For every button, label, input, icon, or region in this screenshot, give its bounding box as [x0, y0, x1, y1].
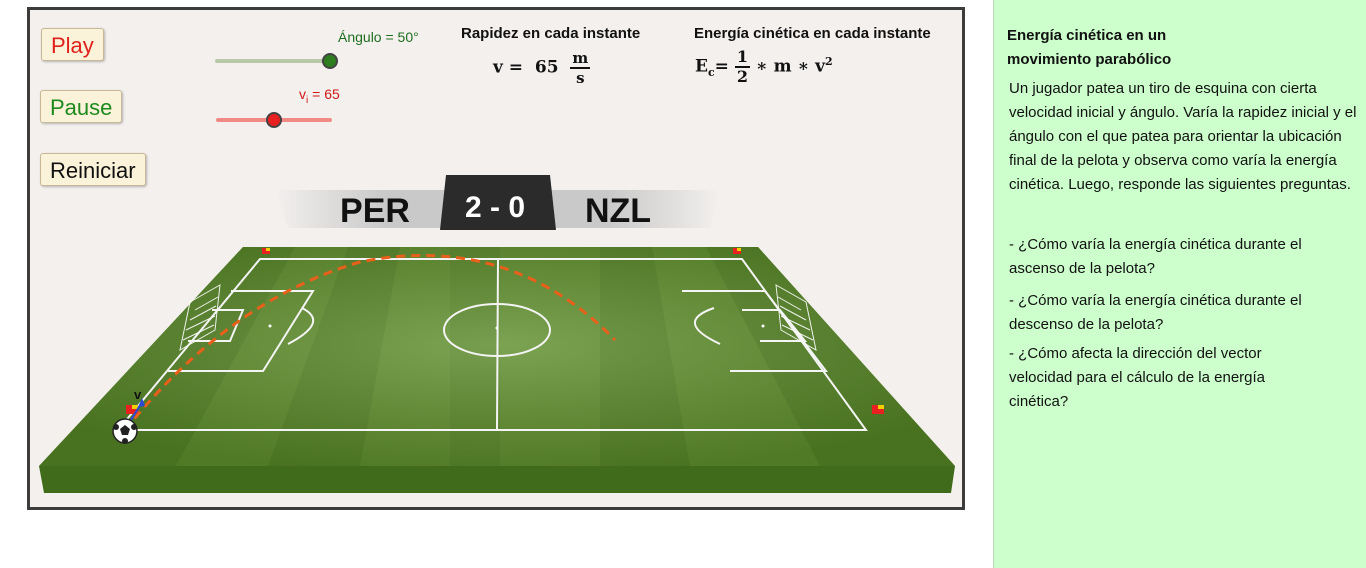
speed-value: 65	[534, 57, 559, 78]
velocity-vector-label: v	[134, 387, 142, 402]
halfway-line	[496, 258, 499, 431]
instructions-text: Un jugador patea un tiro de esquina con …	[1009, 80, 1357, 193]
question-item: - ¿Cómo varía la energía cinética durant…	[1009, 292, 1302, 333]
instructions-title: Energía cinética en un movimiento parabó…	[1007, 27, 1172, 68]
field-scene: PER 2 - 0 NZL	[39, 175, 955, 493]
pause-button[interactable]: Pause	[40, 90, 123, 123]
angle-slider-track[interactable]	[215, 59, 331, 63]
right-goal-box	[742, 309, 808, 342]
scoreboard: PER 2 - 0 NZL	[275, 175, 720, 230]
ball-trajectory	[123, 253, 617, 431]
play-button[interactable]: Play	[41, 28, 104, 61]
angle-slider-label: Ángulo = 50°	[338, 29, 419, 45]
energy-panel-title: Energía cinética en cada instante	[694, 25, 931, 42]
center-circle	[443, 303, 551, 357]
speed-panel-title: Rapidez en cada instante	[461, 25, 641, 42]
speed-slider-label: vi = 65	[299, 86, 340, 106]
reset-button[interactable]: Reiniciar	[40, 153, 146, 186]
soccer-ball-icon[interactable]	[112, 418, 138, 444]
left-penalty-box	[168, 290, 315, 372]
home-team: PER	[340, 192, 410, 230]
right-goal-net	[775, 284, 817, 351]
question-item: - ¿Cómo varía la energía cinética durant…	[1009, 236, 1302, 277]
score: 2 - 0	[465, 191, 525, 224]
left-goal-box	[188, 309, 245, 342]
away-team: NZL	[585, 192, 651, 230]
scoreboard-box	[440, 175, 556, 230]
left-goal-net	[179, 284, 221, 351]
instructions-panel: Energía cinética en un movimiento parabó…	[993, 0, 1366, 568]
simulation-applet: Play Pause Reiniciar Ángulo = 50° vi = 6…	[27, 7, 965, 510]
right-penalty-arc	[693, 307, 721, 345]
question-item: - ¿Cómo afecta la dirección del vector v…	[1009, 345, 1266, 410]
pitch-front-side	[39, 466, 955, 493]
angle-slider-knob[interactable]	[321, 53, 338, 69]
corner-flags	[126, 248, 884, 414]
left-penalty-arc	[287, 307, 315, 345]
speed-slider-knob[interactable]	[266, 112, 282, 128]
touchline	[115, 258, 868, 431]
